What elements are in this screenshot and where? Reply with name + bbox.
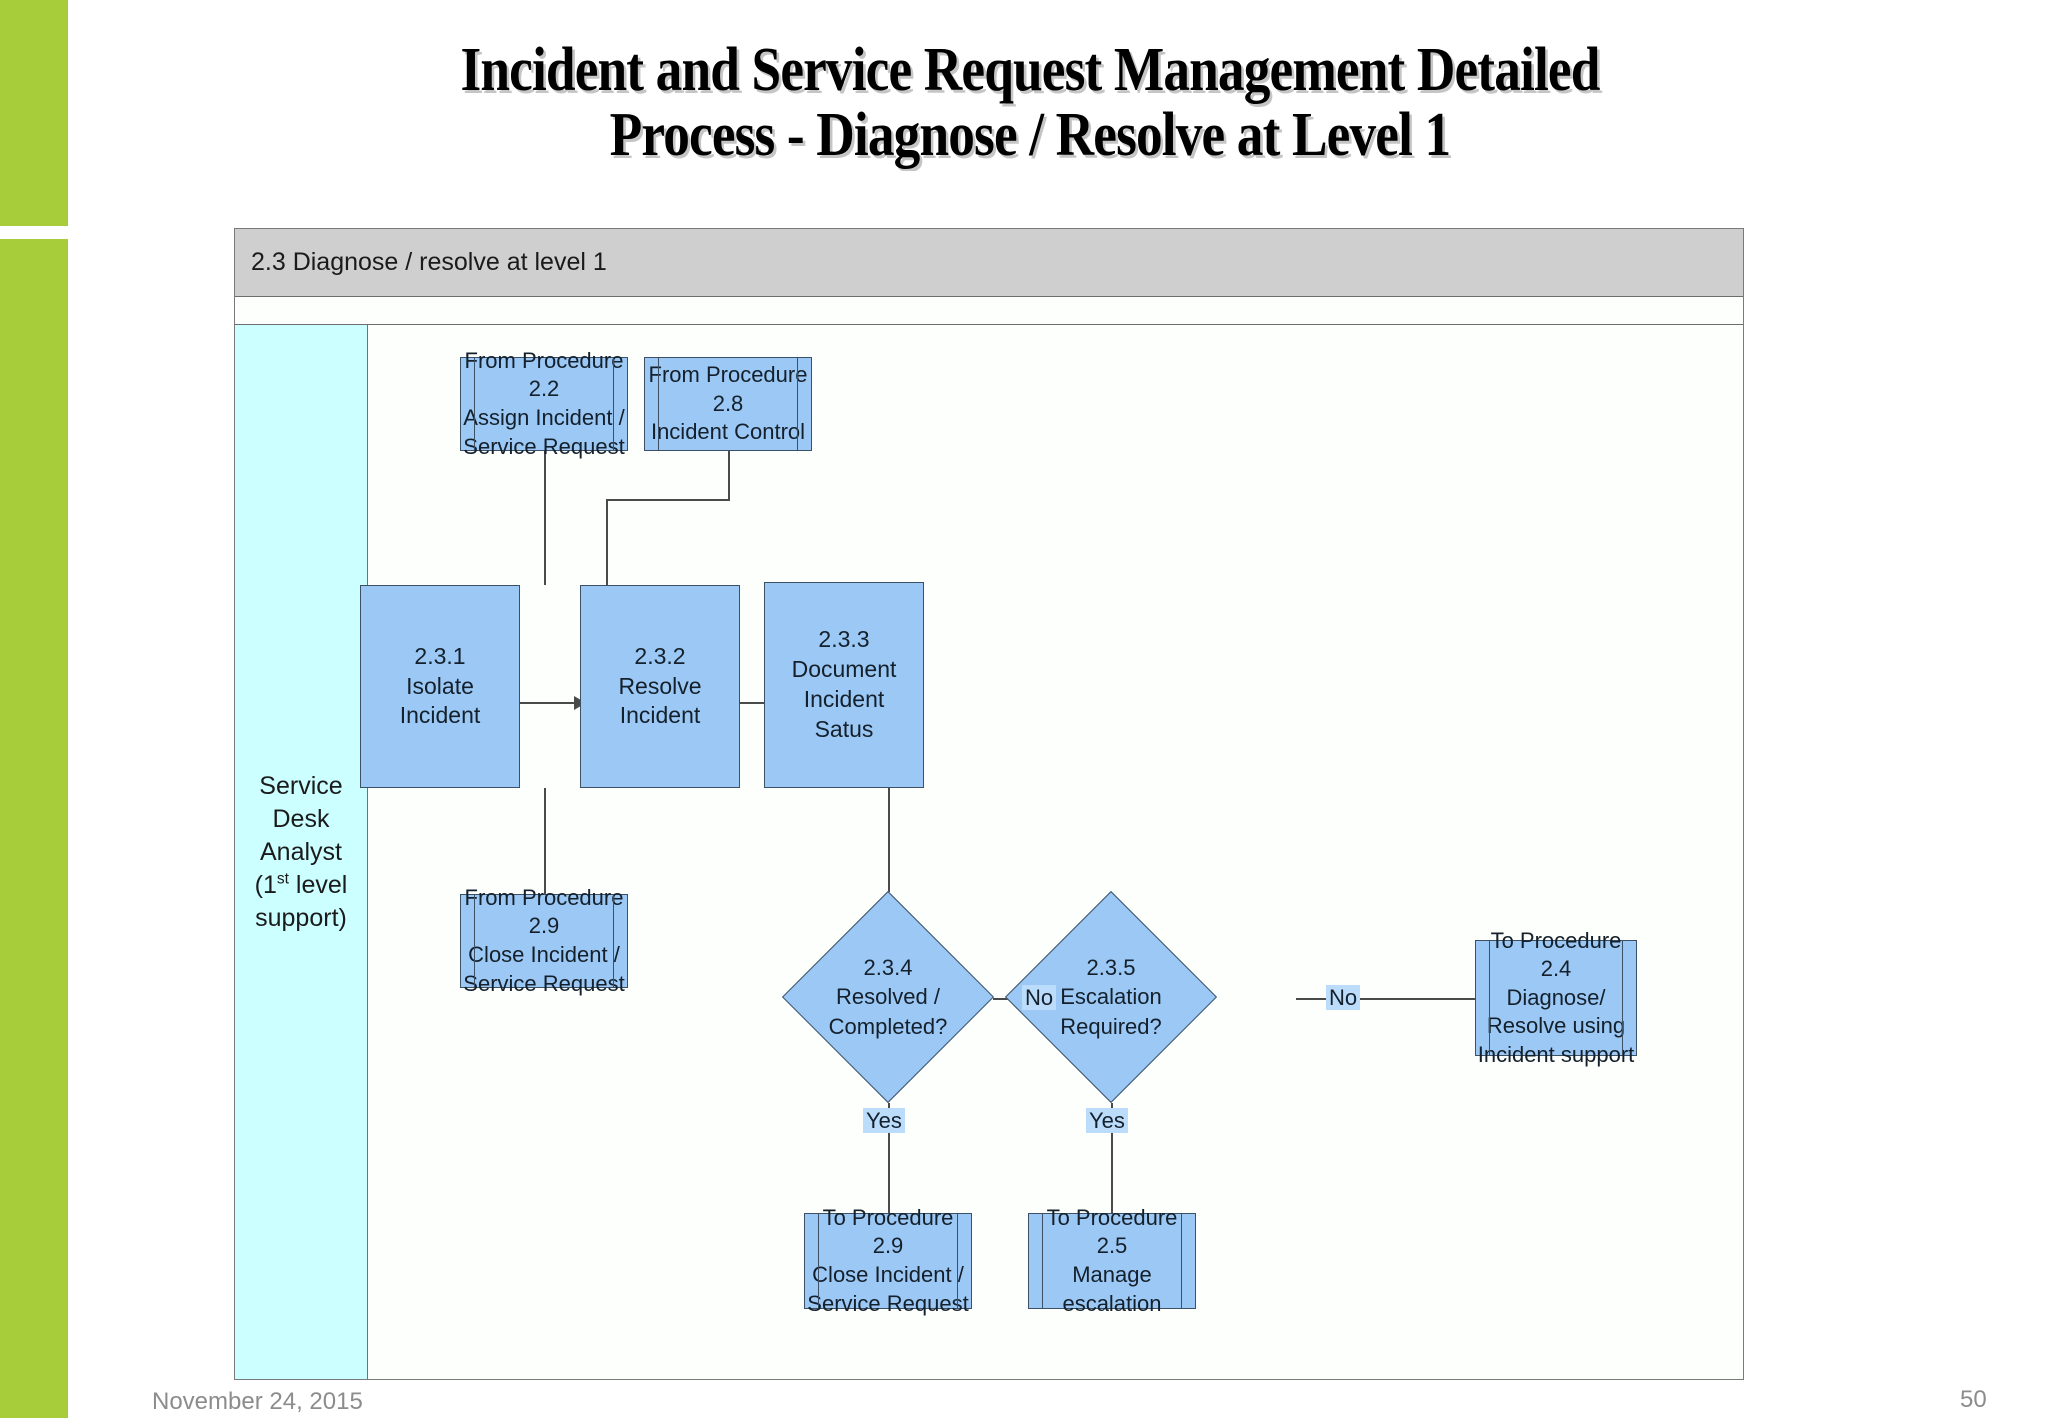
node-to-procedure-2-9[interactable]: To Procedure 2.9 Close Incident / Servic… xyxy=(804,1205,972,1316)
connector-233-to-234 xyxy=(888,788,890,892)
node-2-3-1-isolate-incident[interactable]: 2.3.1 Isolate Incident xyxy=(360,585,520,788)
edge-label-yes-2-3-4: Yes xyxy=(863,1108,905,1134)
edge-label-yes-2-3-5: Yes xyxy=(1086,1108,1128,1134)
edge-label-no-2-3-4: No xyxy=(1022,985,1057,1011)
flow-canvas: From Procedure 2.2 Assign Incident / Ser… xyxy=(360,325,1743,1379)
swimlane-label-text: Service Desk Analyst (1st level support) xyxy=(255,770,348,935)
footer-page-number: 50 xyxy=(1960,1386,1987,1413)
node-to-procedure-2-4[interactable]: To Procedure 2.4 Diagnose/ Resolve using… xyxy=(1475,928,1637,1067)
node-2-3-2-resolve-incident[interactable]: 2.3.2 Resolve Incident xyxy=(580,585,740,788)
node-2-3-3-document-incident-status[interactable]: 2.3.3 Document Incident Satus xyxy=(764,582,924,788)
diagram-header-title: 2.3 Diagnose / resolve at level 1 xyxy=(251,248,607,276)
diagram-subheader-row xyxy=(235,297,1743,325)
accent-strip-bottom xyxy=(0,239,68,1418)
swimlane-line-4-post: level xyxy=(288,870,348,899)
slide-title: Incident and Service Request Management … xyxy=(460,36,1600,170)
swimlane-line-3: Analyst xyxy=(260,837,342,866)
swimlane-line-2: Desk xyxy=(272,804,330,833)
process-diagram: 2.3 Diagnose / resolve at level 1 Servic… xyxy=(234,228,1744,1380)
connector-231-to-232 xyxy=(520,702,580,704)
connector-231-to-from29 xyxy=(544,788,546,894)
swimlane-line-1: Service xyxy=(259,771,343,800)
footer-date: November 24, 2015 xyxy=(152,1388,363,1415)
swimlane-line-5: support) xyxy=(255,903,347,932)
swimlane-ordinal-suffix: st xyxy=(276,870,289,888)
connector-from28-down xyxy=(728,451,730,501)
diagram-header-bar: 2.3 Diagnose / resolve at level 1 xyxy=(235,229,1743,297)
node-from-procedure-2-8[interactable]: From Procedure 2.8 Incident Control xyxy=(644,357,812,451)
connector-235-no-to-24 xyxy=(1296,998,1476,1000)
node-from-procedure-2-9[interactable]: From Procedure 2.9 Close Incident / Serv… xyxy=(460,885,628,996)
swimlane-header-service-desk-analyst: Service Desk Analyst (1st level support) xyxy=(235,325,368,1379)
diamond-label-2-3-4: 2.3.4 Resolved / Completed? xyxy=(828,955,948,1039)
edge-label-no-2-3-5: No xyxy=(1326,985,1361,1011)
connector-234-yes-to-29 xyxy=(888,1103,890,1213)
connector-from22-to-231 xyxy=(544,451,546,585)
node-2-3-4-resolved-completed[interactable]: 2.3.4 Resolved / Completed? xyxy=(781,890,995,1104)
accent-strip-top xyxy=(0,0,68,226)
swimlane-body: Service Desk Analyst (1st level support) xyxy=(235,325,1743,1379)
node-from-procedure-2-2[interactable]: From Procedure 2.2 Assign Incident / Ser… xyxy=(460,348,628,459)
connector-235-yes-to-25 xyxy=(1111,1103,1113,1213)
node-2-3-5-escalation-required[interactable]: 2.3.5 Escalation Required? xyxy=(1004,890,1218,1104)
connector-from28-left xyxy=(606,499,730,501)
node-to-procedure-2-5[interactable]: To Procedure 2.5 Manage escalation xyxy=(1028,1205,1196,1316)
diamond-label-2-3-5: 2.3.5 Escalation Required? xyxy=(1060,955,1162,1039)
connector-from28-to-231 xyxy=(606,499,608,585)
swimlane-line-4-pre: (1 xyxy=(254,870,277,899)
